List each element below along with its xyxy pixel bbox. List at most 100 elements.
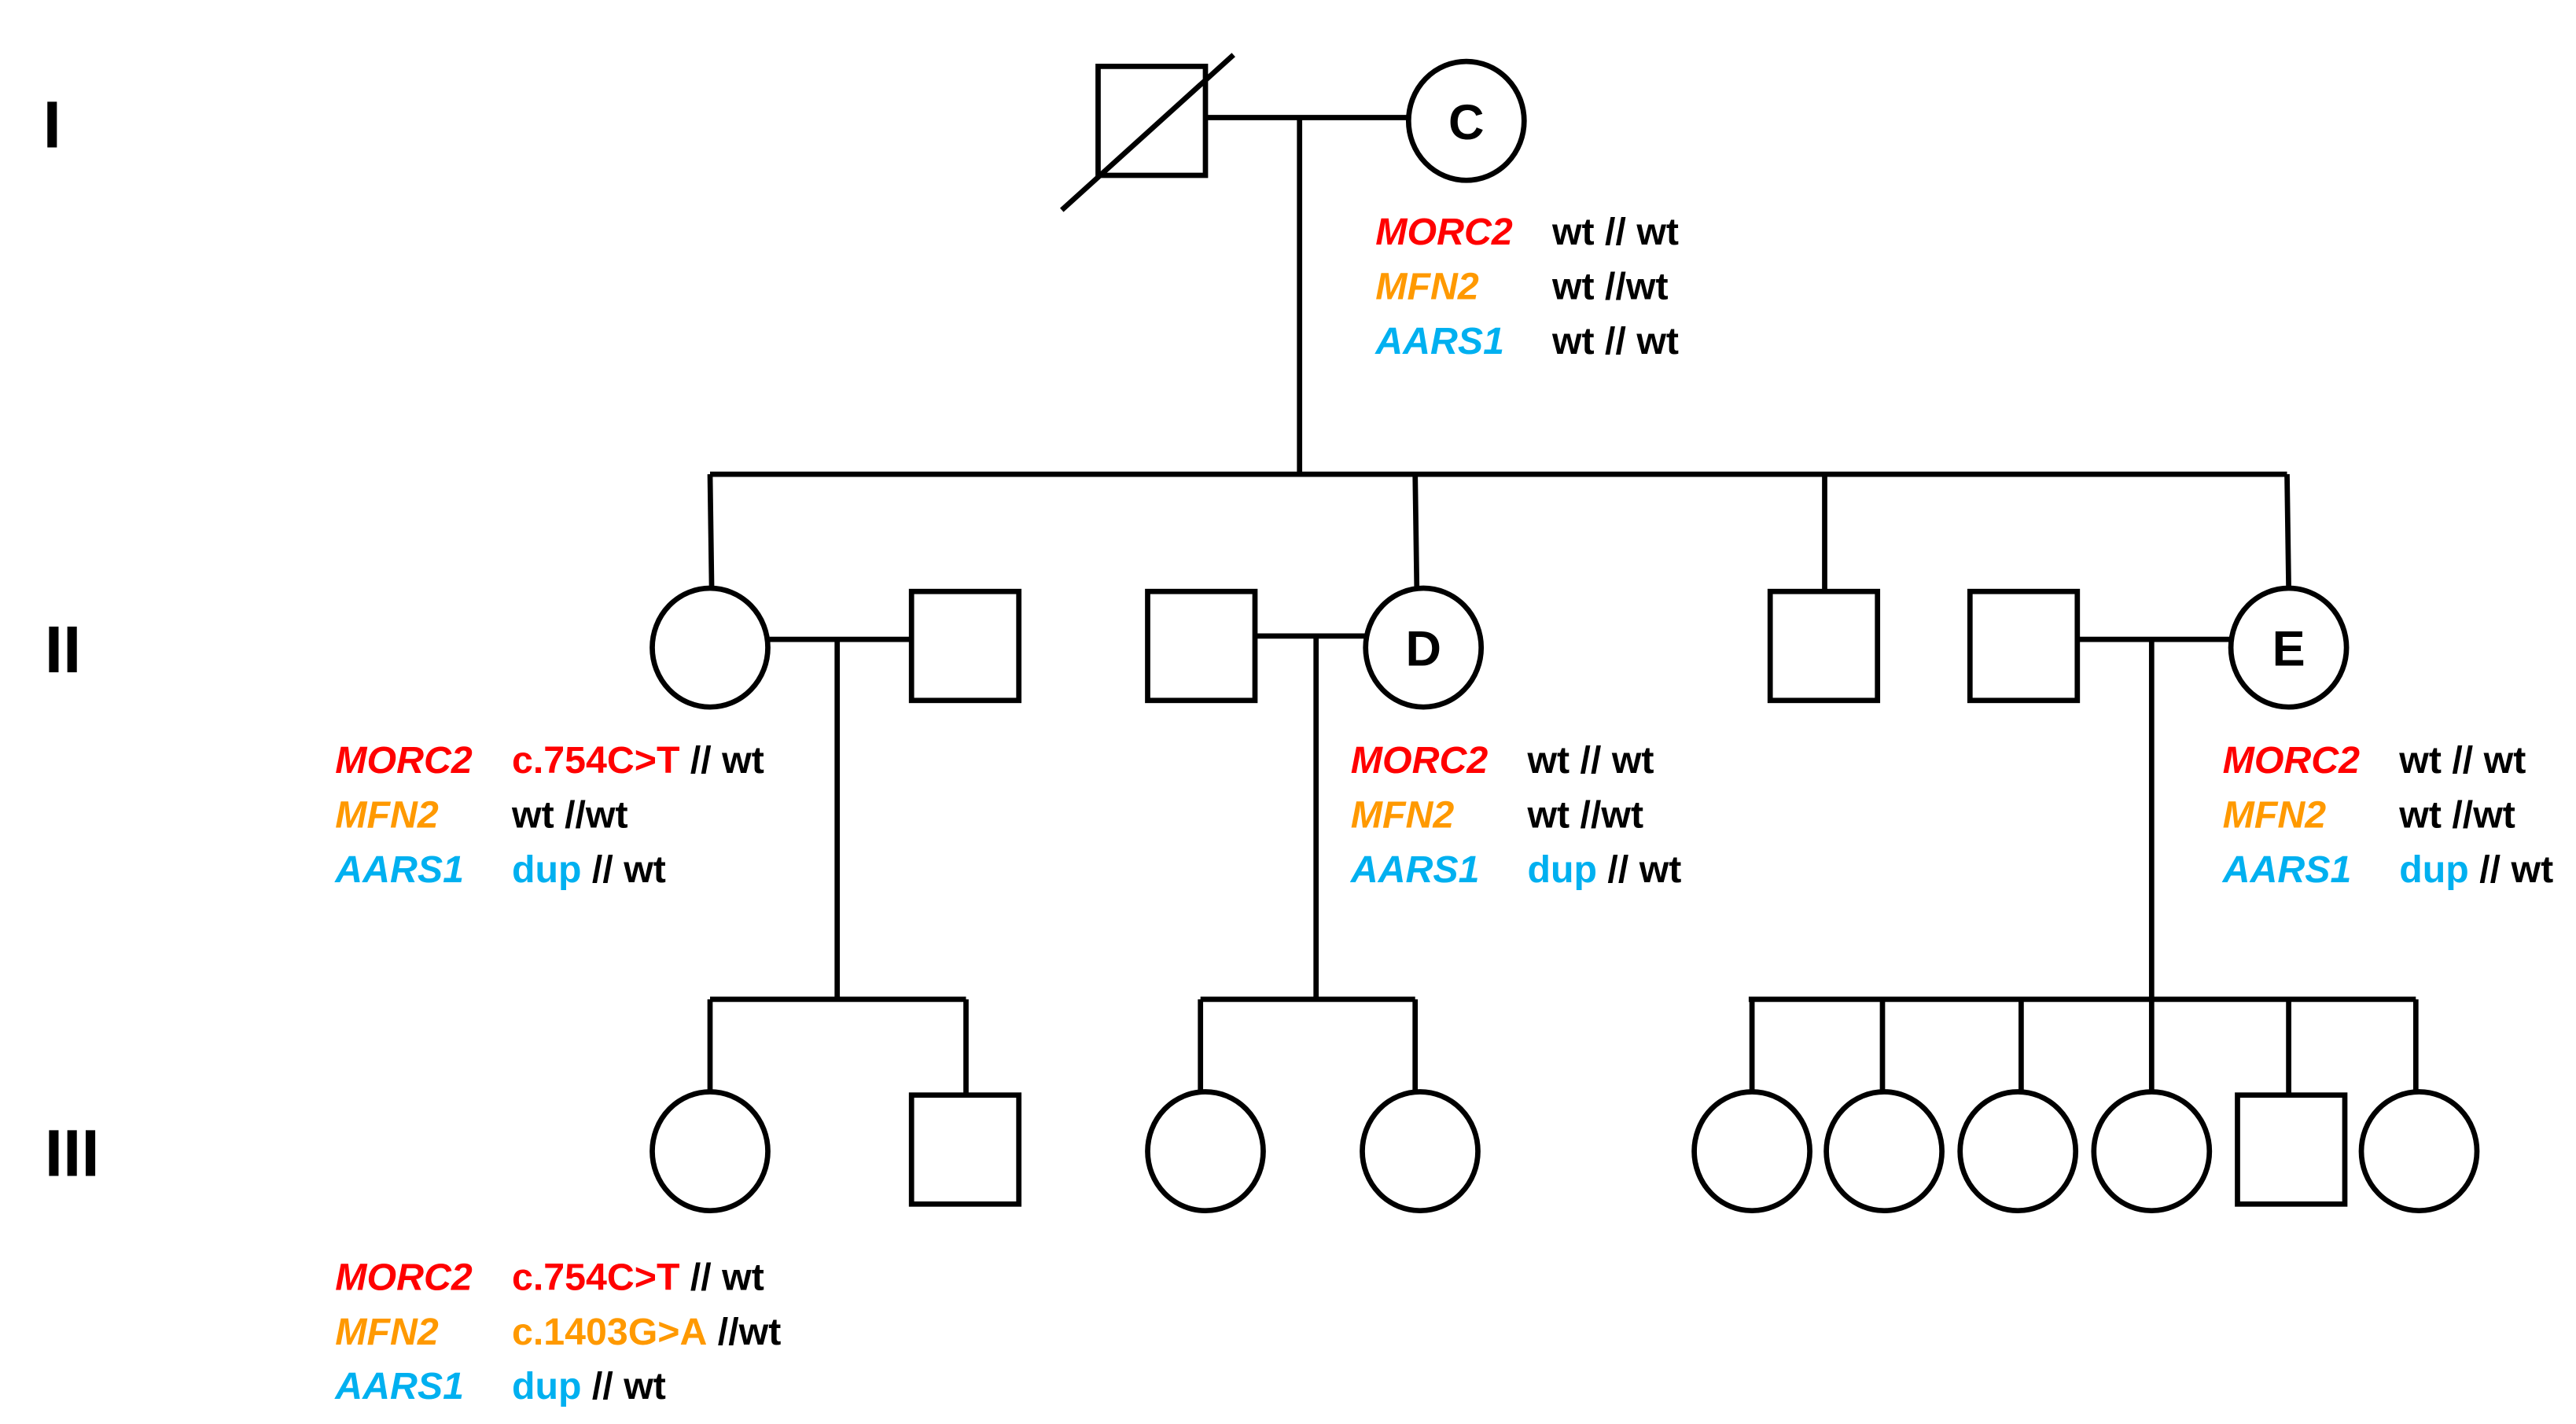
allele-2: wt: [623, 1365, 666, 1407]
allele-2: wt: [2472, 794, 2515, 837]
deceased-male-I-1: [1095, 64, 1209, 178]
female-A: [650, 585, 771, 710]
allele-1: wt: [1551, 320, 1595, 362]
female-B: [650, 1089, 771, 1214]
male-II-spouse-E: [1967, 588, 2081, 704]
genotype-value: dup // wt: [512, 848, 666, 891]
individual-label-C: C: [1448, 95, 1485, 150]
genotype-value: c.754C>T // wt: [512, 739, 764, 782]
pedigree-line: [2284, 474, 2291, 589]
allele-1: dup: [512, 848, 582, 891]
genotype-value: wt //wt: [511, 794, 628, 837]
allele-separator: //: [1595, 211, 1637, 253]
allele-2: wt: [585, 794, 628, 837]
allele-separator: //: [1570, 739, 1612, 782]
allele-2: wt: [721, 1257, 764, 1299]
allele-1: wt: [1551, 266, 1595, 308]
male-III-child: [2235, 1092, 2348, 1207]
gene-name: MORC2: [1351, 739, 1489, 782]
pedigree-line: [1412, 474, 1420, 589]
allele-2: wt: [738, 1311, 782, 1353]
allele-1: wt: [1527, 739, 1570, 782]
allele-separator: //: [679, 739, 722, 782]
allele-separator: //: [582, 848, 624, 891]
gene-name: MFN2: [335, 1311, 439, 1353]
male-II-spouse-A: [908, 588, 1022, 704]
gene-name: MORC2: [1375, 211, 1513, 253]
allele-separator: //: [707, 1311, 738, 1353]
gene-name: AARS1: [334, 848, 464, 891]
male-II-spouse-D: [1145, 588, 1258, 704]
allele-2: wt: [721, 739, 764, 782]
female-III-child: [1145, 1089, 1266, 1214]
allele-2: wt: [2483, 739, 2526, 782]
allele-2: wt: [1636, 211, 1679, 253]
male-II-sibling: [1767, 588, 1881, 704]
female-C: [1405, 58, 1527, 183]
allele-separator: //: [1570, 794, 1601, 837]
gene-name: AARS1: [2222, 848, 2352, 891]
genotype-value: wt //wt: [2398, 794, 2515, 837]
allele-2: wt: [623, 848, 666, 891]
allele-separator: //: [2442, 794, 2473, 837]
female-III-child: [1957, 1089, 2079, 1214]
individual-label-B: B: [692, 1125, 727, 1180]
pedigree-individuals: [650, 53, 2480, 1214]
allele-separator: //: [554, 794, 586, 837]
allele-1: c.754C>T: [512, 1257, 679, 1299]
female-III-child: [1360, 1089, 1481, 1214]
allele-2: wt: [1636, 320, 1679, 362]
gene-name: MORC2: [335, 739, 473, 782]
genotype-value: c.754C>T // wt: [512, 1257, 764, 1299]
allele-2: wt: [1625, 266, 1669, 308]
gene-name: MORC2: [335, 1257, 473, 1299]
allele-1: c.754C>T: [512, 739, 679, 782]
allele-1: wt: [1527, 794, 1570, 837]
male-III-sibling-B: [908, 1092, 1022, 1207]
female-III-child: [1691, 1089, 1812, 1214]
allele-separator: //: [2442, 739, 2484, 782]
allele-1: wt: [2398, 794, 2442, 837]
gene-name: MFN2: [2223, 794, 2327, 837]
individual-labels: C A D E B: [692, 95, 2305, 1180]
allele-1: dup: [512, 1365, 582, 1407]
allele-separator: //: [1595, 320, 1637, 362]
allele-1: wt: [1551, 211, 1595, 253]
allele-separator: //: [1597, 848, 1639, 891]
genotype-value: wt // wt: [1551, 211, 1679, 253]
allele-2: wt: [1611, 739, 1654, 782]
allele-separator: //: [2469, 848, 2512, 891]
gene-name: MFN2: [335, 794, 439, 837]
generation-label-I: I: [43, 87, 61, 161]
pedigree-line: [707, 474, 715, 591]
genotype-value: c.1403G>A //wt: [512, 1311, 781, 1353]
genotype-value: wt //wt: [1527, 794, 1644, 837]
female-D: [1363, 585, 1485, 710]
generation-label-III: III: [45, 1117, 100, 1190]
genotype-value: wt // wt: [1527, 739, 1654, 782]
allele-2: wt: [1639, 848, 1682, 891]
female-III-child: [2358, 1089, 2480, 1214]
gene-name: MFN2: [1375, 266, 1479, 308]
female-E: [2228, 585, 2350, 710]
gene-name: MORC2: [2223, 739, 2361, 782]
allele-1: dup: [1528, 848, 1598, 891]
gene-name: AARS1: [1374, 320, 1504, 362]
genotype-value: wt // wt: [1551, 320, 1679, 362]
allele-1: wt: [511, 794, 554, 837]
female-III-child: [2091, 1089, 2213, 1214]
allele-separator: //: [1595, 266, 1626, 308]
allele-1: wt: [2398, 739, 2442, 782]
allele-1: c.1403G>A: [512, 1311, 707, 1353]
allele-separator: //: [679, 1257, 722, 1299]
allele-1: dup: [2399, 848, 2469, 891]
pedigree-lines: [707, 115, 2419, 1095]
allele-2: wt: [2511, 848, 2554, 891]
genotype-value: dup // wt: [512, 1365, 666, 1407]
deceased-slash: [1060, 53, 1235, 212]
genotype-value: wt //wt: [1551, 266, 1669, 308]
genotype-value: dup // wt: [2399, 848, 2553, 891]
allele-separator: //: [582, 1365, 624, 1407]
